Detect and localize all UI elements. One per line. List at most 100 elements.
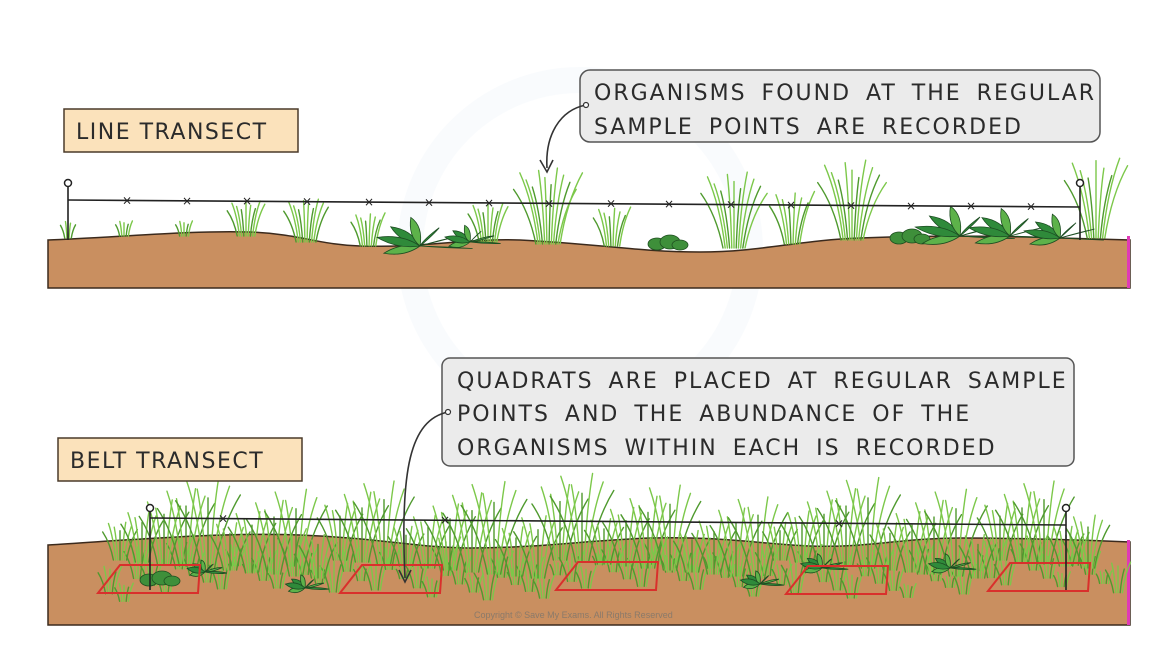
grass-tuft xyxy=(709,507,763,577)
grass-tuft xyxy=(460,480,528,575)
quadrat-frame xyxy=(985,562,1092,592)
sample-point-x: × xyxy=(182,194,192,208)
callout-line-3: ORGANISMS WITHIN EACH IS RECORDED xyxy=(457,436,997,461)
grass-tuft xyxy=(976,502,1024,561)
grass-tuft xyxy=(59,220,77,239)
line-transect-tag: LINE TRANSECT xyxy=(63,108,299,153)
grass-tuft xyxy=(442,492,502,573)
sample-point-x: × xyxy=(242,194,252,208)
belt-transect-scene: × × × BELT TRANSECT QUADRATS ARE PLACED AT… xyxy=(47,357,1132,626)
sample-point-x: × xyxy=(440,513,450,527)
grass-tuft xyxy=(298,533,338,579)
grass-tuft xyxy=(283,198,329,243)
grass-tuft xyxy=(447,554,473,585)
sample-point-x: × xyxy=(364,195,374,209)
grass-tuft xyxy=(156,488,216,567)
sample-point-x: × xyxy=(302,195,312,209)
right-pole xyxy=(1075,178,1085,240)
sample-point-marks: × × × × × × × × × × × × × × × × xyxy=(122,193,1036,213)
grass-tuft xyxy=(1013,480,1075,565)
grass-tuft xyxy=(264,488,328,577)
grass-tuft xyxy=(761,521,799,561)
grass-tuft xyxy=(512,167,584,245)
edge-accent xyxy=(1127,236,1130,288)
callout-line-2: SAMPLE POINTS ARE RECORDED xyxy=(594,115,1023,140)
grass-tuft xyxy=(245,499,303,575)
grass-tuft xyxy=(780,510,824,563)
grass-tuft xyxy=(575,565,597,589)
grass-tuft xyxy=(941,575,959,588)
grass-tuft xyxy=(1063,157,1129,239)
quadrat-frame xyxy=(337,564,444,594)
left-pole xyxy=(63,178,73,240)
grass-tuft xyxy=(334,491,390,563)
grass-tuft xyxy=(362,556,390,591)
sample-point-x: × xyxy=(122,193,132,207)
callout-line-1: ORGANISMS FOUND AT THE REGULAR xyxy=(594,81,1096,106)
belt-transect-tag: BELT TRANSECT xyxy=(57,437,303,482)
grass-tuft xyxy=(494,526,538,577)
copyright-notice: Copyright © Save My Exams. All Rights Re… xyxy=(474,610,673,620)
grass-tuft xyxy=(592,206,632,247)
right-pole xyxy=(1061,503,1071,590)
belt-transect-vegetation xyxy=(97,472,1132,602)
sample-point-x: × xyxy=(664,197,674,211)
sample-point-x: × xyxy=(846,198,856,212)
leafy-plant xyxy=(1023,213,1104,246)
sample-point-x: × xyxy=(786,198,796,212)
grass-tuft xyxy=(620,495,676,569)
leafy-plant xyxy=(927,553,977,574)
callout-line-1: QUADRATS ARE PLACED AT REGULAR SAMPLE xyxy=(457,369,1068,394)
belt-transect-callout: QUADRATS ARE PLACED AT REGULAR SAMPLE PO… xyxy=(398,357,1075,584)
quadrat-frame xyxy=(553,561,660,591)
line-transect-callout: ORGANISMS FOUND AT THE REGULAR SAMPLE PO… xyxy=(539,69,1101,174)
line-transect-soil xyxy=(47,230,1131,289)
grass-tuft xyxy=(532,573,556,599)
grass-tuft xyxy=(114,220,134,237)
sample-point-x: × xyxy=(544,196,554,210)
leafy-plant xyxy=(739,570,785,590)
grass-tuft xyxy=(958,533,998,579)
belt-transect-label: BELT TRANSECT xyxy=(70,449,264,474)
grass-tuft xyxy=(226,200,266,237)
sample-point-x: × xyxy=(424,195,434,209)
moss-clump xyxy=(889,228,931,245)
grass-tuft xyxy=(1036,552,1060,579)
grass-tuft xyxy=(174,476,242,569)
sample-point-x: × xyxy=(726,198,736,212)
grass-tuft xyxy=(1104,561,1132,594)
sample-point-x: × xyxy=(966,199,976,213)
line-transect-scene: × × × × × × × × × × × × × × × × LINE TRANSECT ORGANISMS… xyxy=(47,69,1131,289)
leafy-plant xyxy=(914,205,1015,245)
sample-point-x: × xyxy=(484,196,494,210)
grass-tuft xyxy=(209,522,251,571)
sample-point-x: × xyxy=(1026,200,1036,214)
transect-line xyxy=(67,199,1081,208)
leafy-plant xyxy=(444,224,501,248)
grass-tuft xyxy=(97,564,123,595)
quadrat-frame xyxy=(95,564,202,594)
sample-point-x: × xyxy=(834,516,844,530)
left-pole xyxy=(145,503,155,590)
grass-tuft xyxy=(840,571,864,599)
grass-tuft xyxy=(316,502,364,561)
sample-point-marks: × × × xyxy=(218,512,844,531)
grass-tuft xyxy=(638,484,702,571)
grass-tuft xyxy=(817,159,887,241)
grass-tuft xyxy=(869,522,911,571)
sample-point-x: × xyxy=(218,512,228,526)
line-transect-label: LINE TRANSECT xyxy=(76,120,268,145)
grass-tuft xyxy=(899,582,917,598)
sample-point-x: × xyxy=(606,197,616,211)
moss-clump xyxy=(647,234,689,251)
leafy-plant xyxy=(967,207,1061,245)
grass-tuft xyxy=(768,190,816,245)
line-transect-vegetation xyxy=(59,157,1129,255)
sample-point-x: × xyxy=(906,199,916,213)
transect-line xyxy=(149,517,1067,526)
callout-pointer-arrow xyxy=(546,104,587,169)
quadrats xyxy=(95,561,1092,595)
leafy-plant xyxy=(284,574,330,594)
quadrat-frame xyxy=(783,565,890,595)
